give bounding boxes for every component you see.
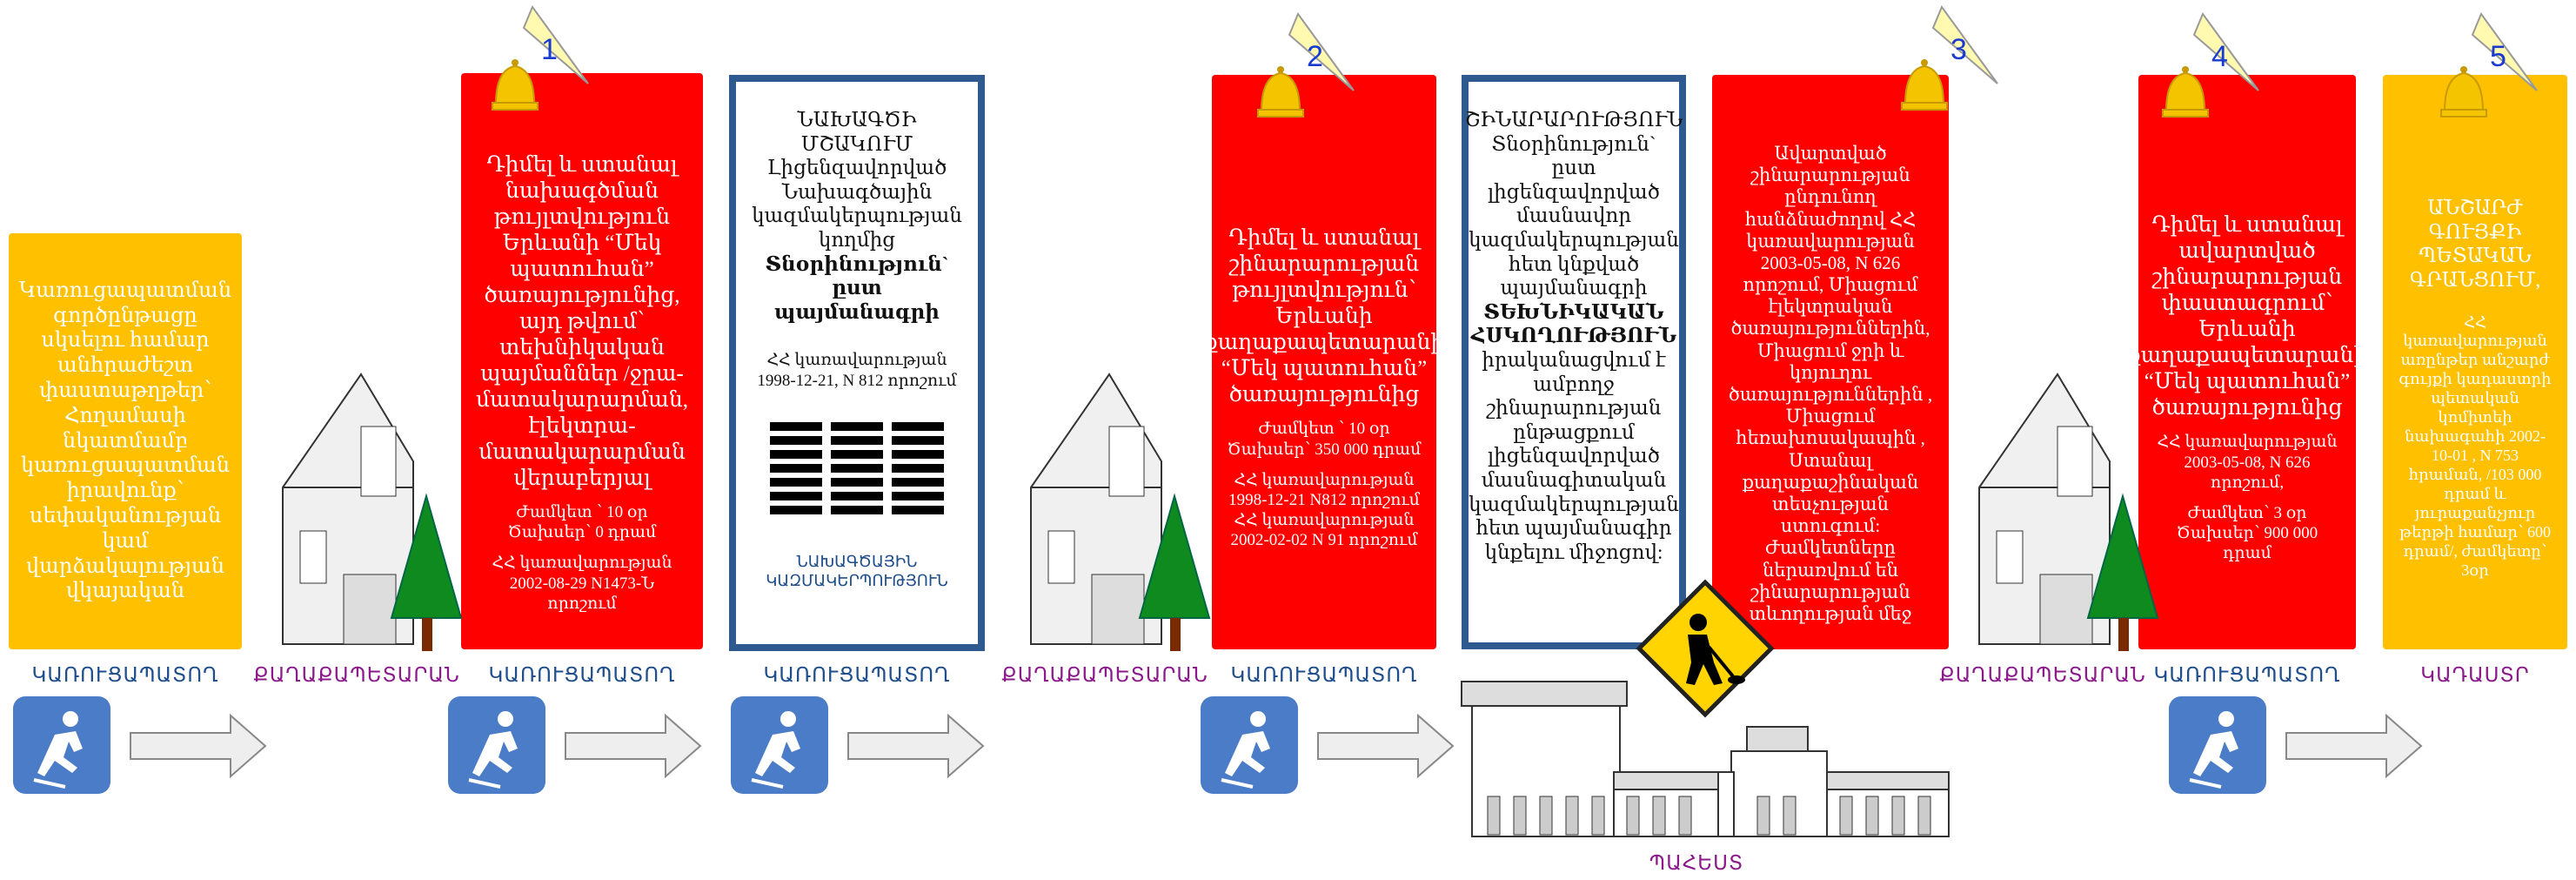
step-5-card: ԱՆՇԱՐԺ ԳՈՒՅՔԻ ՊԵՏԱԿԱՆ ԳՐԱՆՑՈՒՄ, ՀՀ կառավ… — [2383, 75, 2567, 649]
skater-arrow-3 — [731, 696, 985, 794]
step-number-2: 2 — [1307, 40, 1323, 73]
bell-icon — [2162, 66, 2209, 118]
bell-icon — [1901, 59, 1948, 111]
step-3-card: Ավարտված շինարարության ընդունող հանձնաժո… — [1712, 75, 1949, 649]
skater-arrow-5 — [2169, 696, 2423, 794]
step-2-law: ՀՀ կառավարության 1998-12-21 N812 որոշում… — [1228, 470, 1420, 550]
step-number-5: 5 — [2490, 40, 2506, 73]
label-developer: ԿԱՌՈՒՑԱՊԱՏՈՂ — [31, 663, 219, 686]
label-developer: ԿԱՌՈՒՑԱՊԱՏՈՂ — [488, 663, 676, 686]
bell-icon — [1257, 66, 1304, 118]
bell-flag-2: 2 — [1257, 11, 1355, 118]
flag-shape — [522, 4, 589, 84]
bell-flag-3: 3 — [1901, 4, 1998, 111]
step-1-law: ՀՀ կառավարության 2002-08-29 N1473-Ն որոշ… — [492, 554, 672, 613]
label-city-hall: ՔԱՂԱՔԱՊԵՏԱՐԱՆ — [253, 663, 460, 686]
label-developer: ԿԱՌՈՒՑԱՊԱՏՈՂ — [2153, 663, 2341, 686]
bell-flag-4: 4 — [2162, 11, 2259, 118]
step-number-3: 3 — [1950, 33, 1967, 66]
label-cadastre: ԿԱԴԱՍՏՐ — [2420, 663, 2530, 686]
construction-title: ՇԻՆԱՐԱՐՈՒԹՅՈՒՆ — [1464, 109, 1683, 131]
step-1-card: Դիմել և ստանալ նախագծման թույլտվություն … — [461, 73, 703, 649]
construction-card: ՇԻՆԱՐԱՐՈՒԹՅՈՒՆ Տնօրինություն` ըստ լիցենզ… — [1462, 75, 1686, 649]
tree-icon — [2086, 493, 2159, 651]
step-3-text: Ավարտված շինարարության ընդունող հանձնաժո… — [1728, 142, 1933, 624]
arrow-right-icon — [130, 713, 267, 779]
step-2-text: Դիմել և ստանալ շինարարության թույլտվությ… — [1203, 226, 1445, 407]
flag-shape — [1931, 4, 1998, 84]
label-city-hall: ՔԱՂԱՔԱՊԵՏԱՐԱՆ — [1001, 663, 1208, 686]
step-2-fee: Ժամկետ ՝ 10 օր Ծախսեր՝ 350 000 դրամ — [1227, 420, 1422, 459]
house-icon — [1978, 373, 2159, 651]
construction-bold: ՏԵԽՆԻԿԱԿԱՆ ՀՍԿՈՂՈՒԹՅՈՒՆ — [1470, 300, 1677, 347]
step-5-text: ՀՀ կառավարության առընթեր անշարժ գույքի կ… — [2399, 312, 2552, 579]
step-1-fee: Ժամկետ ՝ 10 օր Ծախսեր՝ 0 դրամ — [507, 503, 657, 542]
arrow-right-icon — [2285, 713, 2423, 779]
bell-flag-1: 1 — [492, 4, 589, 111]
arrow-right-icon — [565, 713, 702, 779]
design-text: Լիցենզավորված Նախագծային կազմակերպության… — [752, 157, 962, 251]
construction-text2: իրականացվում է ամբողջ շինարարության ընթա… — [1469, 348, 1679, 563]
label-developer: ԿԱՌՈՒՑԱՊԱՏՈՂ — [1230, 663, 1418, 686]
skater-arrow-4 — [1201, 696, 1455, 794]
flag-shape — [2471, 11, 2538, 91]
tree-icon — [390, 493, 463, 651]
construction-sign-icon — [1636, 579, 1775, 718]
step-number-4: 4 — [2211, 40, 2228, 73]
warehouse-icon — [1461, 681, 1950, 837]
step-1-text: Դիմել և ստանալ նախագծման թույլտվություն … — [475, 153, 689, 491]
skater-arrow-2 — [448, 696, 702, 794]
design-bold: Տնօրինություն` ըստ պայմանագրի — [765, 252, 949, 323]
design-law: ՀՀ կառավարության 1998-12-21, N 812 որոշո… — [757, 351, 957, 390]
flag-shape — [1288, 11, 1355, 91]
bell-flag-5: 5 — [2440, 11, 2538, 118]
design-card: ՆԱԽԱԳԾԻ ՄՇԱԿՈՒՄ Լիցենզավորված Նախագծային… — [729, 75, 985, 651]
step-4-card: Դիմել և ստանալ ավարտված շինարարության փա… — [2127, 75, 2367, 649]
label-developer: ԿԱՌՈՒՑԱՊԱՏՈՂ — [763, 663, 951, 686]
step-4-text: Դիմել և ստանալ ավարտված շինարարության փա… — [2126, 213, 2368, 420]
label-city-hall: ՔԱՂԱՔԱՊԵՏԱՐԱՆ — [1939, 663, 2146, 686]
skater-arrow-1 — [13, 696, 267, 794]
construction-text: Տնօրինություն` ըստ լիցենզավորված մասնավո… — [1469, 132, 1679, 299]
bell-icon — [2440, 66, 2487, 118]
step-4-fee: Ժամկետ՝ 3 օր Ծախսեր՝ 900 000 դրամ — [2176, 504, 2318, 563]
tree-icon — [1138, 493, 1211, 651]
intro-text: Կառուցապատման գործընթացը սկսելու համար ա… — [18, 279, 232, 603]
step-4-law: ՀՀ կառավարության 2003-05-08, N 626 որոշո… — [2157, 433, 2338, 492]
design-org: ՆԱԽԱԳԾԱՅԻՆ ԿԱԶՄԱԿԵՐՊՈՒԹՅՈՒՆ — [766, 552, 948, 589]
arrow-right-icon — [847, 713, 985, 779]
step-5-title: ԱՆՇԱՐԺ ԳՈՒՅՔԻ ՊԵՏԱԿԱՆ ԳՐԱՆՑՈՒՄ, — [2409, 197, 2541, 291]
label-warehouse: ՊԱՀԵՍՏ — [1649, 851, 1744, 874]
building-icon — [770, 421, 944, 514]
bell-icon — [492, 59, 539, 111]
design-title: ՆԱԽԱԳԾԻ ՄՇԱԿՈՒՄ — [797, 109, 917, 155]
step-2-card: Դիմել և ստանալ շինարարության թույլտվությ… — [1204, 75, 1444, 649]
step-number-1: 1 — [541, 33, 558, 66]
intro-card: Կառուցապատման գործընթացը սկսելու համար ա… — [9, 233, 242, 649]
house-icon — [1030, 373, 1211, 651]
flag-shape — [2192, 11, 2259, 91]
house-icon — [282, 373, 463, 651]
arrow-right-icon — [1317, 713, 1455, 779]
